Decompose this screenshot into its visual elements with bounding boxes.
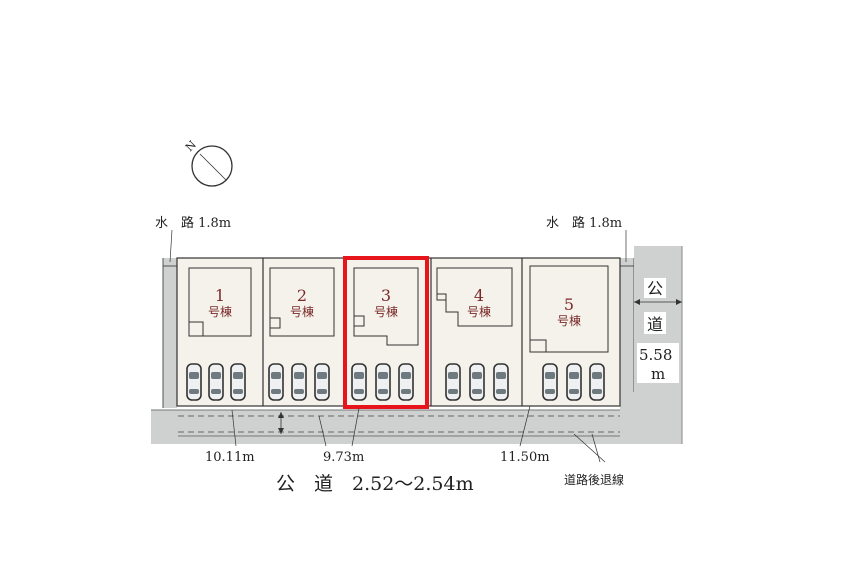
lot-5-label: 号棟: [557, 313, 581, 328]
car-icon: [542, 363, 558, 401]
car-icon: [268, 363, 284, 401]
side-road-unit: m: [651, 365, 665, 383]
house-4-footprint: [436, 267, 513, 327]
lot-3-label: 号棟: [374, 304, 398, 319]
house-5-footprint: [529, 265, 609, 353]
lot-3-number: 3: [381, 286, 391, 305]
side-road-char2: 道: [647, 315, 663, 334]
car-icon: [208, 363, 224, 401]
car-icon: [493, 363, 509, 401]
setback-line-label: 道路後退線: [564, 472, 624, 487]
waterway-right: [620, 258, 634, 408]
lot-1-label: 号棟: [208, 304, 232, 319]
car-icon: [351, 363, 367, 401]
dimension-lot3: 9.73m: [323, 450, 364, 465]
house-1-footprint: [188, 267, 252, 337]
lot-4-label: 号棟: [467, 304, 491, 319]
lot-1-number: 1: [215, 286, 225, 305]
parking-cars: [186, 363, 605, 401]
dimension-lot4: 11.50m: [500, 450, 550, 465]
dimension-lot1: 10.11m: [205, 450, 255, 465]
waterway-right-label: 水 路 1.8m: [546, 215, 622, 231]
lot-4-number: 4: [474, 286, 484, 305]
selected-lot-3-highlight: [343, 256, 429, 409]
compass-north-label: N: [183, 138, 199, 154]
compass-icon: N: [183, 138, 233, 187]
lot-2-number: 2: [297, 286, 307, 305]
front-road-label: 公 道 2.52〜2.54m: [276, 473, 474, 495]
car-icon: [589, 363, 605, 401]
lot-2-label: 号棟: [290, 304, 314, 319]
house-2-footprint: [269, 267, 335, 337]
front-road: [151, 410, 620, 444]
waterway-left-label: 水 路 1.8m: [155, 215, 231, 231]
car-icon: [375, 363, 391, 401]
lot-5-number: 5: [564, 295, 574, 314]
car-icon: [230, 363, 246, 401]
car-icon: [398, 363, 414, 401]
side-road-width: 5.58: [639, 346, 672, 364]
car-icon: [186, 363, 202, 401]
house-3-footprint: [353, 267, 419, 346]
car-icon: [469, 363, 485, 401]
lots: 1 号棟 2 号棟 3 号棟 4 号棟 5 号棟: [176, 257, 621, 407]
side-road-char1: 公: [647, 279, 663, 298]
car-icon: [566, 363, 582, 401]
car-icon: [445, 363, 461, 401]
car-icon: [291, 363, 307, 401]
waterway-left: [163, 258, 177, 408]
car-icon: [314, 363, 330, 401]
